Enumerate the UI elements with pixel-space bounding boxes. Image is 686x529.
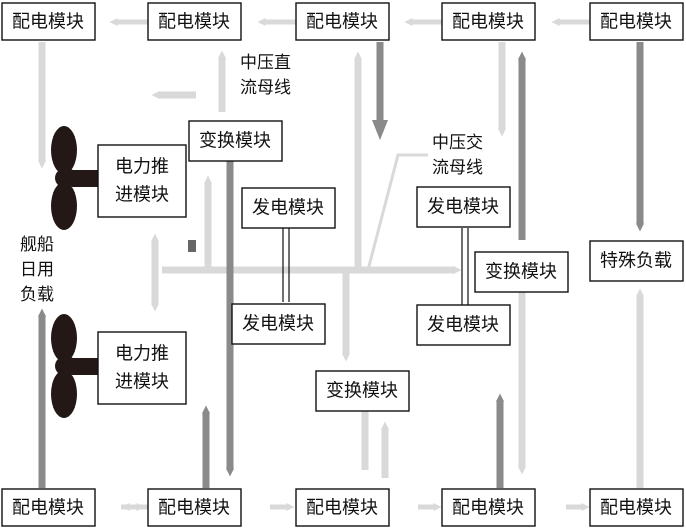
- svg-text:电力推: 电力推: [115, 344, 169, 365]
- svg-text:配电模块: 配电模块: [12, 12, 84, 33]
- svg-text:配电模块: 配电模块: [12, 498, 84, 519]
- svg-text:变换模块: 变换模块: [199, 131, 271, 152]
- top-distribution-module-3: 配电模块: [295, 2, 390, 41]
- small-marker: [188, 240, 196, 252]
- top-distribution-module-5: 配电模块: [589, 2, 684, 41]
- bottom-distribution-module-2: 配电模块: [147, 488, 242, 527]
- converter-module-left: 变换模块: [188, 120, 283, 162]
- converter-module-right: 变换模块: [474, 251, 569, 293]
- arrowhead: [372, 120, 388, 140]
- special-load-module: 特殊负载: [589, 240, 684, 282]
- svg-text:发电模块: 发电模块: [427, 197, 499, 218]
- mv-ac-bus-label-line2: 流母线: [432, 158, 483, 178]
- svg-text:进模块: 进模块: [115, 372, 169, 393]
- svg-text:配电模块: 配电模块: [600, 498, 672, 519]
- svg-text:变换模块: 变换模块: [485, 262, 557, 283]
- svg-text:发电模块: 发电模块: [242, 314, 314, 335]
- propeller-icon-lower: [51, 314, 98, 418]
- ship-daily-load-label-line1: 舰船: [20, 235, 54, 255]
- propulsion-module-lower: 电力推 进模块: [97, 331, 187, 405]
- svg-text:电力推: 电力推: [115, 157, 169, 178]
- generator-module-4: 发电模块: [416, 304, 511, 346]
- bottom-distribution-module-1: 配电模块: [1, 488, 96, 527]
- svg-text:变换模块: 变换模块: [326, 381, 398, 402]
- svg-text:发电模块: 发电模块: [252, 198, 324, 219]
- svg-text:配电模块: 配电模块: [306, 498, 378, 519]
- bottom-distribution-module-4: 配电模块: [441, 488, 536, 527]
- svg-text:配电模块: 配电模块: [452, 498, 524, 519]
- propulsion-module-upper: 电力推 进模块: [97, 144, 187, 218]
- svg-text:进模块: 进模块: [115, 185, 169, 206]
- propeller-icon-upper: [51, 126, 98, 230]
- generator-module-2: 发电模块: [231, 303, 326, 345]
- bottom-distribution-module-5: 配电模块: [589, 488, 684, 527]
- converter-module-center: 变换模块: [315, 370, 410, 412]
- generator-module-3: 发电模块: [416, 186, 511, 228]
- svg-text:特殊负载: 特殊负载: [600, 251, 672, 272]
- ship-daily-load-label-line3: 负载: [20, 285, 54, 305]
- top-distribution-module-4: 配电模块: [441, 2, 536, 41]
- ship-daily-load-label-line2: 日用: [20, 260, 54, 280]
- top-distribution-module-1: 配电模块: [1, 2, 96, 41]
- svg-text:发电模块: 发电模块: [427, 315, 499, 336]
- svg-text:配电模块: 配电模块: [158, 12, 230, 33]
- svg-text:配电模块: 配电模块: [452, 12, 524, 33]
- bottom-distribution-module-3: 配电模块: [295, 488, 390, 527]
- mv-dc-bus-label-line2: 流母线: [240, 78, 291, 98]
- top-distribution-module-2: 配电模块: [147, 2, 242, 41]
- svg-text:配电模块: 配电模块: [158, 498, 230, 519]
- svg-text:配电模块: 配电模块: [306, 12, 378, 33]
- mv-ac-bus-label-line1: 中压交: [432, 133, 483, 153]
- svg-text:配电模块: 配电模块: [600, 12, 672, 33]
- mv-dc-bus-label-line1: 中压直: [240, 53, 291, 73]
- generator-module-1: 发电模块: [241, 187, 336, 229]
- ac-bus-leader: [366, 153, 428, 271]
